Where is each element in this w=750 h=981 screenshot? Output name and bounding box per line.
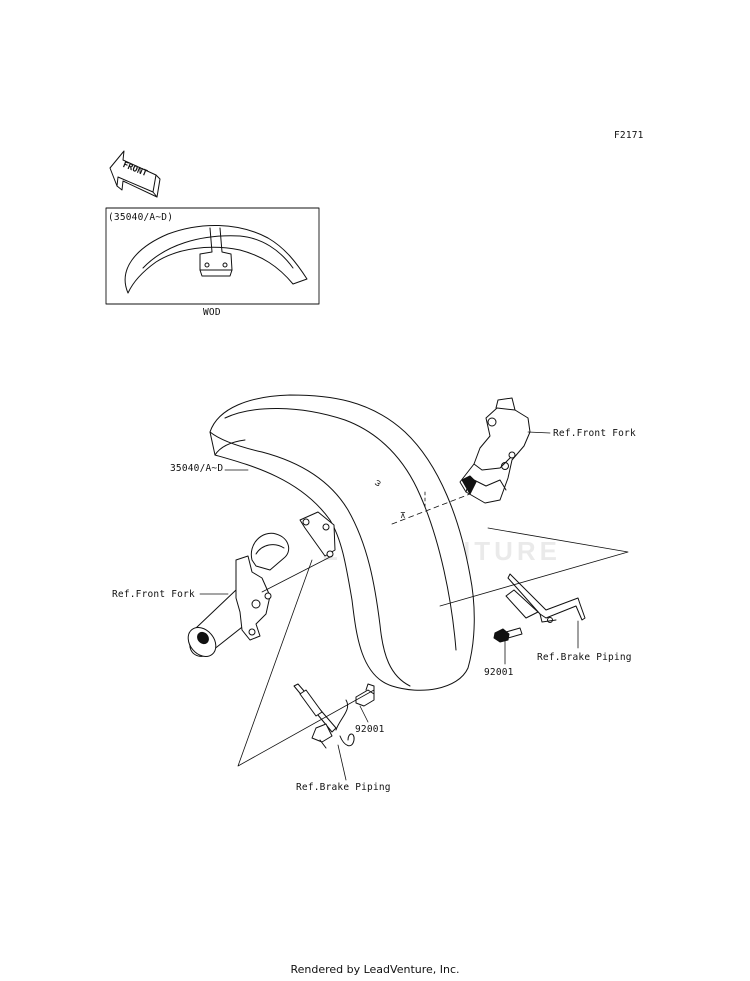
brake-bracket-right: [505, 573, 586, 623]
front-arrow-icon: FRONT: [109, 150, 161, 198]
ref-brake-piping-left-label[interactable]: Ref.Brake Piping: [296, 782, 391, 793]
fender-part-label[interactable]: 35040/A~D: [170, 463, 224, 474]
bolt-left-label[interactable]: 92001: [355, 724, 385, 735]
leader-lines: [199, 431, 629, 781]
bolt-92001-right: [493, 627, 523, 643]
front-fork-left: [187, 532, 290, 657]
brake-bracket-left: [293, 683, 355, 749]
inset-fender: [124, 224, 308, 294]
front-fender: ω ⊼: [209, 394, 475, 691]
front-fork-bracket-right: [459, 397, 531, 504]
inset-part-label[interactable]: (35040/A~D): [108, 212, 174, 223]
inset-caption: WOD: [203, 307, 221, 318]
ref-front-fork-right-label[interactable]: Ref.Front Fork: [553, 428, 636, 439]
figure-code: F2171: [614, 130, 644, 141]
inset-box: [105, 207, 320, 305]
bolt-right-label[interactable]: 92001: [484, 667, 514, 678]
footer-credit: Rendered by LeadVenture, Inc.: [290, 963, 460, 976]
ref-front-fork-left-label[interactable]: Ref.Front Fork: [112, 589, 195, 600]
svg-text:⊼: ⊼: [400, 511, 406, 520]
bolt-92001-left: [355, 683, 375, 707]
ref-brake-piping-right-label[interactable]: Ref.Brake Piping: [537, 652, 632, 663]
svg-text:ω: ω: [372, 477, 383, 488]
